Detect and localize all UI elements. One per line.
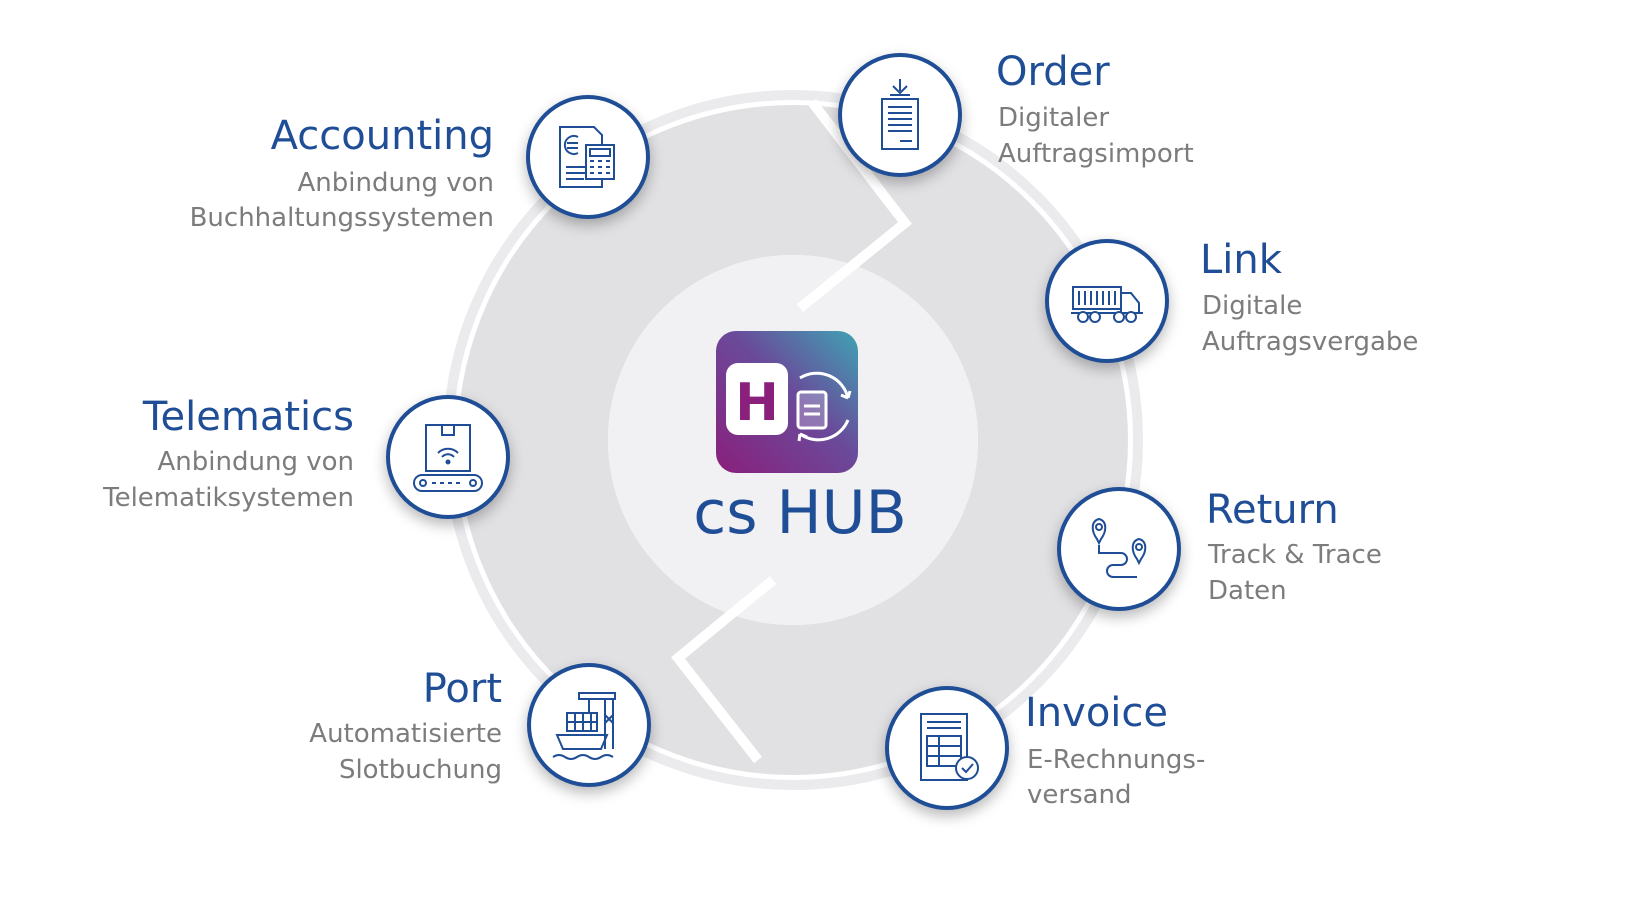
arrow-separator-bottom <box>671 576 777 764</box>
telematics-desc-line2: Telematiksystemen <box>103 483 354 513</box>
invoice-euro-calculator-icon <box>559 126 615 188</box>
order-icon-circle[interactable] <box>838 53 962 177</box>
telematics-icon-circle[interactable] <box>386 395 510 519</box>
telematics-desc-line1: Anbindung von <box>157 447 354 477</box>
order-desc-line1: Digitaler <box>998 103 1110 133</box>
invoice-icon-circle[interactable] <box>885 686 1009 810</box>
invoice-desc-line2: versand <box>1027 780 1132 810</box>
return-desc-line1: Track & Trace <box>1208 540 1382 570</box>
conveyor-wifi-icon <box>413 424 483 492</box>
arrow-separator-top <box>796 98 912 312</box>
port-crane-ship-icon <box>552 692 616 760</box>
hub-logo-letter: H <box>735 373 779 433</box>
telematics-title: Telematics <box>142 394 354 440</box>
port-desc-line2: Slotbuchung <box>338 755 502 785</box>
hub-logo-h-badge <box>726 363 788 435</box>
return-title: Return <box>1206 487 1339 533</box>
port-icon-circle[interactable] <box>527 663 651 787</box>
link-desc-line1: Digitale <box>1202 291 1303 321</box>
accounting-desc-line1: Anbindung von <box>297 168 494 198</box>
accounting-desc-line2: Buchhaltungssystemen <box>189 203 494 233</box>
accounting-title: Accounting <box>270 113 494 159</box>
cycle-band <box>458 105 1128 775</box>
accounting-icon-circle[interactable] <box>526 95 650 219</box>
e-invoice-check-icon <box>920 713 979 781</box>
hub-name: cs HUB <box>693 478 907 548</box>
link-title: Link <box>1200 237 1282 283</box>
return-icon-circle[interactable] <box>1057 487 1181 611</box>
invoice-desc-line1: E-Rechnungs- <box>1027 745 1206 775</box>
route-pins-icon <box>1091 517 1147 578</box>
port-title: Port <box>422 666 502 712</box>
order-desc-line2: Auftragsimport <box>998 139 1194 169</box>
link-icon-circle[interactable] <box>1045 239 1169 363</box>
order-title: Order <box>996 49 1110 95</box>
truck-icon <box>1071 286 1143 323</box>
invoice-title: Invoice <box>1025 690 1169 736</box>
hub-logo-sync-icon <box>796 371 852 442</box>
document-import-icon <box>881 79 919 150</box>
return-desc-line2: Daten <box>1208 576 1287 606</box>
link-desc-line2: Auftragsvergabe <box>1202 327 1419 357</box>
port-desc-line1: Automatisierte <box>309 719 502 749</box>
